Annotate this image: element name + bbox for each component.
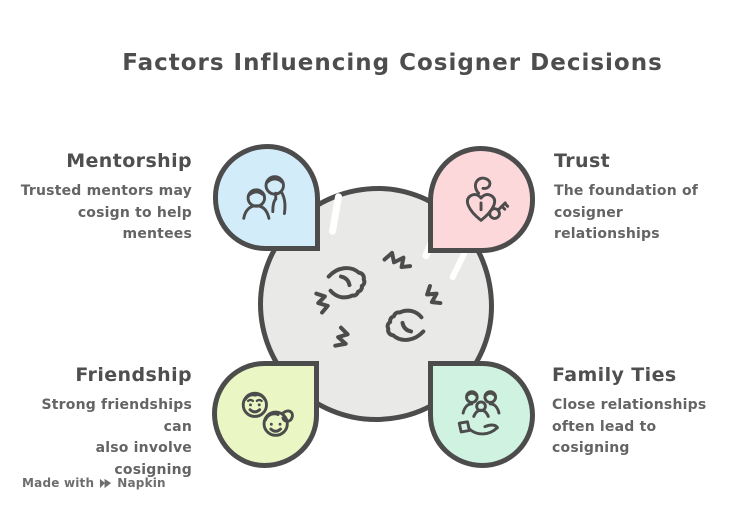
mentorship-label: Mentorship xyxy=(66,150,192,172)
trust-bubble xyxy=(428,146,535,253)
made-with-text: Made with xyxy=(22,476,95,490)
trust-label: Trust xyxy=(554,150,611,172)
trust-text-block: Trust The foundation of cosigner relatio… xyxy=(554,150,732,246)
friendship-text-block: Friendship Strong friendships can also i… xyxy=(16,364,192,482)
napkin-logo-icon xyxy=(100,478,112,488)
family-ties-text-block: Family Ties Close relationships often le… xyxy=(552,364,727,460)
page-title: Factors Influencing Cosigner Decisions xyxy=(122,50,663,76)
watermark: Made with Napkin xyxy=(22,476,166,490)
friendship-bubble xyxy=(212,361,319,468)
family-ties-label: Family Ties xyxy=(552,364,677,386)
mentorship-people-icon xyxy=(241,174,286,220)
brand-text: Napkin xyxy=(117,476,166,490)
family-ties-bubble xyxy=(428,361,535,468)
friendship-label: Friendship xyxy=(75,364,192,386)
mentorship-bubble xyxy=(213,144,320,251)
heart-lock-key-icon xyxy=(465,176,509,222)
family-ties-description: Close relationships often lead to cosign… xyxy=(552,397,707,457)
friendship-description: Strong friendships can also involve cosi… xyxy=(41,397,192,479)
family-hand-icon xyxy=(457,389,500,435)
fist-bump-icon xyxy=(314,250,443,348)
mentorship-description: Trusted mentors may cosign to help mente… xyxy=(20,183,192,243)
trust-description: The foundation of cosigner relationships xyxy=(554,183,699,243)
mentorship-text-block: Mentorship Trusted mentors may cosign to… xyxy=(20,150,192,246)
friends-faces-icon xyxy=(241,391,294,437)
